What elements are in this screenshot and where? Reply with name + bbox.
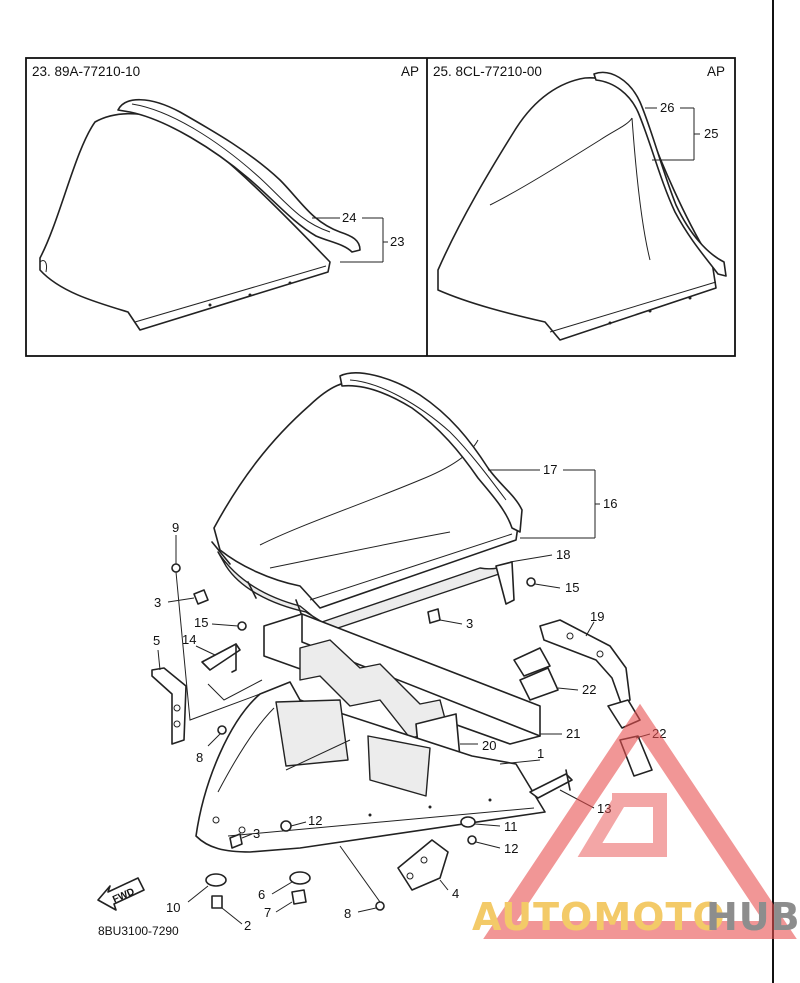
callout-11: 11 [504,819,518,834]
stay-4 [397,839,449,891]
callout-24: 24 [342,210,356,225]
trim-18 [211,541,515,633]
callout-8-upper: 8 [196,750,203,765]
callout-3-middle: 3 [466,616,473,631]
callout-12-right: 12 [504,841,518,856]
grommet-12-left [280,820,292,832]
callout-3-upper: 3 [154,595,161,610]
watermark-text-part2: HUB [706,895,800,939]
callout-16: 16 [603,496,617,511]
callout-5: 5 [153,633,160,648]
windscreen-16 [213,372,523,609]
damper-6 [289,871,311,885]
right-panel-code: 25. 8CL-77210-00 [433,64,542,79]
bolt-15-left [237,621,247,631]
callout-25: 25 [704,126,718,141]
callout-6: 6 [258,887,265,902]
callout-10: 10 [166,900,180,915]
windscreen-23 [39,99,361,331]
bracket-22-left [519,667,559,701]
right-panel-tag: AP [707,64,725,79]
panel-frame [25,57,736,357]
windscreen-25 [437,71,727,341]
stay-5 [151,667,187,745]
callout-15-left: 15 [194,615,208,630]
damper-11 [460,816,476,828]
callout-9: 9 [172,520,179,535]
forward-arrow: FWD [97,877,145,911]
nut-7 [291,889,307,905]
left-panel-tag: AP [401,64,419,79]
bolt-8-lower [375,901,385,911]
callout-19: 19 [590,609,604,624]
watermark-text-part1: AUTOMOTO [472,895,726,939]
left-panel-code: 23. 89A-77210-10 [32,64,140,79]
callout-24-23-bracket [312,217,388,263]
callout-2: 2 [244,918,251,933]
callout-12-left: 12 [308,813,322,828]
callout-26-25-bracket [645,107,700,161]
callout-7: 7 [264,905,271,920]
inner-panel-21 [263,613,541,745]
bolt-2 [211,895,223,909]
callout-4: 4 [452,886,459,901]
callout-20: 20 [482,738,496,753]
callout-26: 26 [660,100,674,115]
nut-3-upper [193,589,209,605]
callout-18: 18 [556,547,570,562]
bracket-13 [529,769,573,799]
bolt-8-upper [217,725,227,735]
callout-8-lower: 8 [344,906,351,921]
nut-3-lower [229,833,243,849]
damper-10 [205,873,227,887]
screw-9 [171,563,181,573]
callout-1: 1 [537,746,544,761]
callout-17-16-bracket [488,469,600,539]
nut-3-middle [427,608,441,624]
bolt-15-right [526,577,536,587]
callout-17: 17 [543,462,557,477]
callout-3-lower: 3 [253,826,260,841]
diagram-code: 8BU3100-7290 [98,924,179,938]
callout-21: 21 [566,726,580,741]
watermark-logo: AUTOMOTO HUB [472,703,800,939]
nut-12-right [467,835,477,845]
bracket-14 [201,643,263,701]
variant-panels: 23. 89A-77210-10 AP 25. 8CL-77210-00 AP … [25,57,736,357]
callout-23: 23 [390,234,404,249]
callout-15-right: 15 [565,580,579,595]
callout-22-left: 22 [582,682,596,697]
callout-14: 14 [182,632,196,647]
